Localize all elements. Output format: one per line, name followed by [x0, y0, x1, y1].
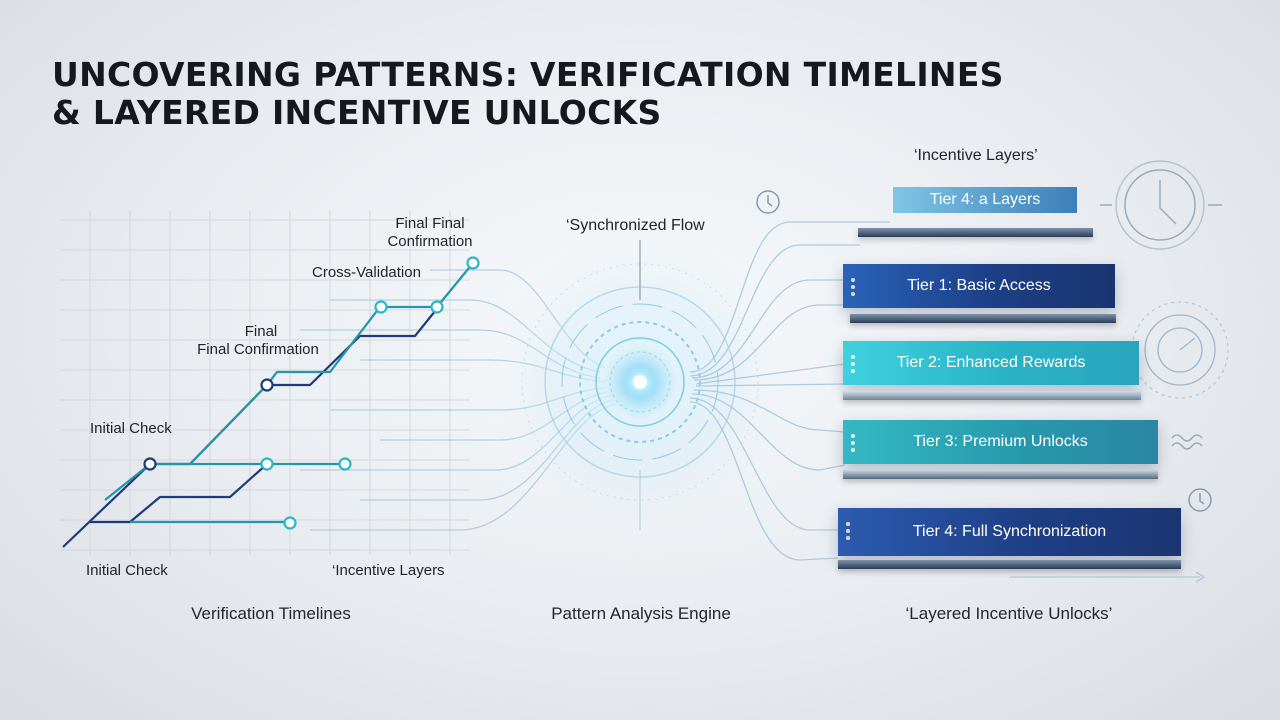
tier-1-slab — [850, 314, 1116, 323]
label-line: Final Confirmation — [197, 341, 319, 358]
tier-2-label: Tier 2: Enhanced Rewards — [896, 354, 1086, 371]
tier-3-box: Tier 3: Premium Unlocks — [843, 420, 1158, 464]
tier-4-box: Tier 4: Full Synchronization — [838, 508, 1181, 556]
tier-3-slab — [843, 470, 1158, 479]
label-incentive-layers-left: ‘Incentive Layers — [332, 562, 445, 579]
label-final-confirmation: Final Final Confirmation — [188, 323, 328, 359]
tier-1-box: Tier 1: Basic Access — [843, 264, 1115, 308]
tier-1-label: Tier 1: Basic Access — [907, 277, 1051, 294]
label-initial-check-bottom: Initial Check — [86, 562, 168, 579]
tier-2-slab — [843, 391, 1141, 400]
clock-icon — [1100, 160, 1222, 250]
label-synchronized-flow: ‘Synchronized Flow — [566, 217, 705, 234]
section-label-engine: Pattern Analysis Engine — [551, 604, 731, 623]
label-line: Confirmation — [387, 233, 473, 250]
title-line-2: & LAYERED INCENTIVE UNLOCKS — [52, 93, 662, 132]
label-initial-check-top: Initial Check — [90, 420, 172, 437]
section-label-verification: Verification Timelines — [191, 604, 351, 623]
timeline-teal — [104, 262, 474, 524]
tier-dots — [846, 522, 852, 540]
flow-lines-right — [689, 221, 1200, 578]
timeline-nodes — [143, 256, 480, 530]
tier-top-box: Tier 4: a Layers — [893, 187, 1077, 213]
clock-icon — [756, 190, 780, 214]
arrow-head — [1195, 571, 1206, 583]
tier-top-label: Tier 4: a Layers — [929, 191, 1041, 208]
tier-dots — [851, 278, 857, 296]
label-cross-validation: Cross-Validation — [312, 264, 421, 281]
tier-4-label: Tier 4: Full Synchronization — [912, 523, 1107, 540]
label-line: Final — [244, 323, 278, 340]
tier-dots — [851, 434, 857, 452]
section-label-incentives: ‘Layered Incentive Unlocks’ — [905, 604, 1113, 623]
clock-icon — [1188, 488, 1212, 512]
label-incentive-layers-header: ‘Incentive Layers’ — [914, 147, 1038, 164]
page-title: UNCOVERING PATTERNS: VERIFICATION TIMELI… — [52, 56, 1004, 132]
analysis-engine — [490, 232, 790, 532]
tier-3-label: Tier 3: Premium Unlocks — [913, 433, 1088, 450]
title-line-1: UNCOVERING PATTERNS: VERIFICATION TIMELI… — [52, 55, 1004, 94]
tier-4-slab — [838, 560, 1181, 569]
gauge-icon — [1131, 301, 1229, 399]
label-final-final-confirmation: Final Final Confirmation — [380, 215, 480, 251]
tier-top-slab — [858, 228, 1093, 237]
tier-2-box: Tier 2: Enhanced Rewards — [843, 341, 1139, 385]
tier-dots — [851, 355, 857, 373]
label-line: Final Final — [395, 215, 465, 232]
wave-icon — [1171, 434, 1203, 450]
